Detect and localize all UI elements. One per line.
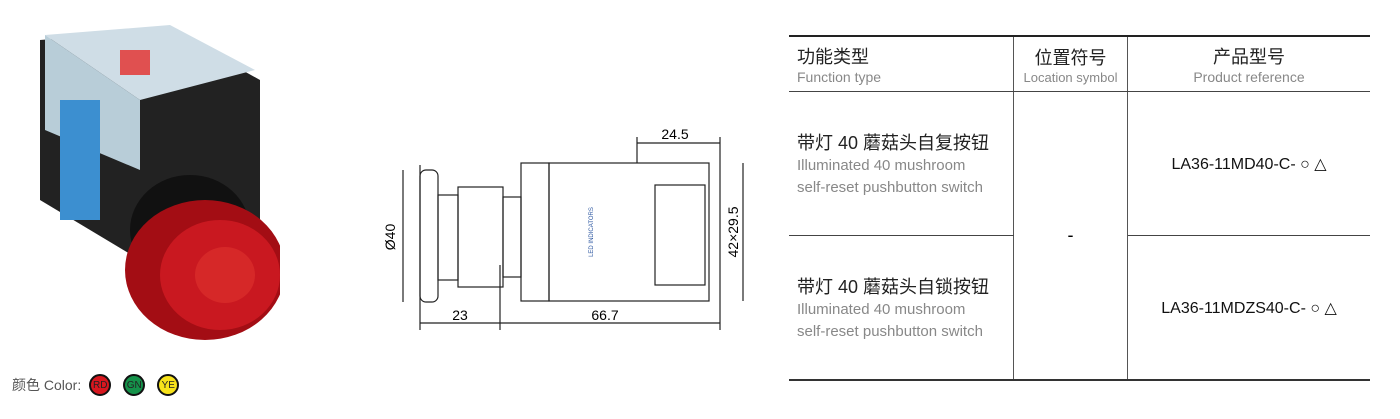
dimension-drawing: 24.5 23 66.7 Ø40 42×29.5 LED INDICATORS bbox=[382, 126, 744, 330]
body-label: LED INDICATORS bbox=[589, 207, 595, 257]
reference-cell: LA36-11MD40-C- ○ △ bbox=[1127, 91, 1370, 236]
function-en: Illuminated 40 mushroom bbox=[797, 156, 966, 174]
color-yellow: YE bbox=[157, 374, 180, 396]
table-row: 带灯 40 蘑菇头自复按钮 Illuminated 40 mushroom self… bbox=[789, 91, 1370, 380]
dim-right: 66.7 bbox=[591, 307, 618, 323]
product-photo bbox=[40, 25, 280, 340]
color-label: 颜色 Color: bbox=[12, 375, 81, 395]
function-cell: 带灯 40 蘑菇头自复按钮 Illuminated 40 mushroom self… bbox=[789, 91, 1014, 236]
function-cn: 带灯 40 蘑菇头自锁按钮 bbox=[797, 276, 990, 297]
header-reference: 产品型号 Product reference bbox=[1127, 36, 1370, 92]
header-en: Product reference bbox=[1193, 69, 1305, 85]
location-cell: - bbox=[1013, 91, 1128, 380]
header-cn: 位置符号 bbox=[1034, 47, 1107, 68]
header-en: Function type bbox=[797, 69, 882, 85]
color-red: RD bbox=[89, 374, 112, 396]
color-label-en: Color: bbox=[43, 377, 82, 393]
function-en: self-reset pushbutton switch bbox=[797, 178, 983, 196]
color-options: 颜色 Color: RD GN YE bbox=[12, 374, 191, 396]
dim-left: 23 bbox=[452, 307, 468, 323]
function-en: Illuminated 40 mushroom bbox=[797, 300, 966, 318]
function-cell: 带灯 40 蘑菇头自锁按钮 Illuminated 40 mushroom self… bbox=[789, 235, 1014, 380]
dim-height: 42×29.5 bbox=[725, 206, 741, 257]
header-cn: 产品型号 bbox=[1213, 47, 1285, 67]
function-en: self-reset pushbutton switch bbox=[797, 322, 983, 340]
header-function: 功能类型 Function type bbox=[789, 36, 1014, 92]
dim-top: 24.5 bbox=[661, 126, 688, 142]
color-label-cn: 颜色 bbox=[12, 377, 40, 393]
header-en: Location symbol bbox=[1023, 69, 1118, 85]
header-cn: 功能类型 bbox=[797, 47, 869, 67]
reference-cell: LA36-11MDZS40-C- ○ △ bbox=[1161, 299, 1337, 317]
function-cn: 带灯 40 蘑菇头自复按钮 bbox=[797, 132, 990, 153]
table-row: 带灯 40 蘑菇头自锁按钮 Illuminated 40 mushroom self… bbox=[789, 235, 1370, 380]
color-green: GN bbox=[123, 374, 146, 396]
dim-diameter: Ø40 bbox=[382, 224, 398, 251]
